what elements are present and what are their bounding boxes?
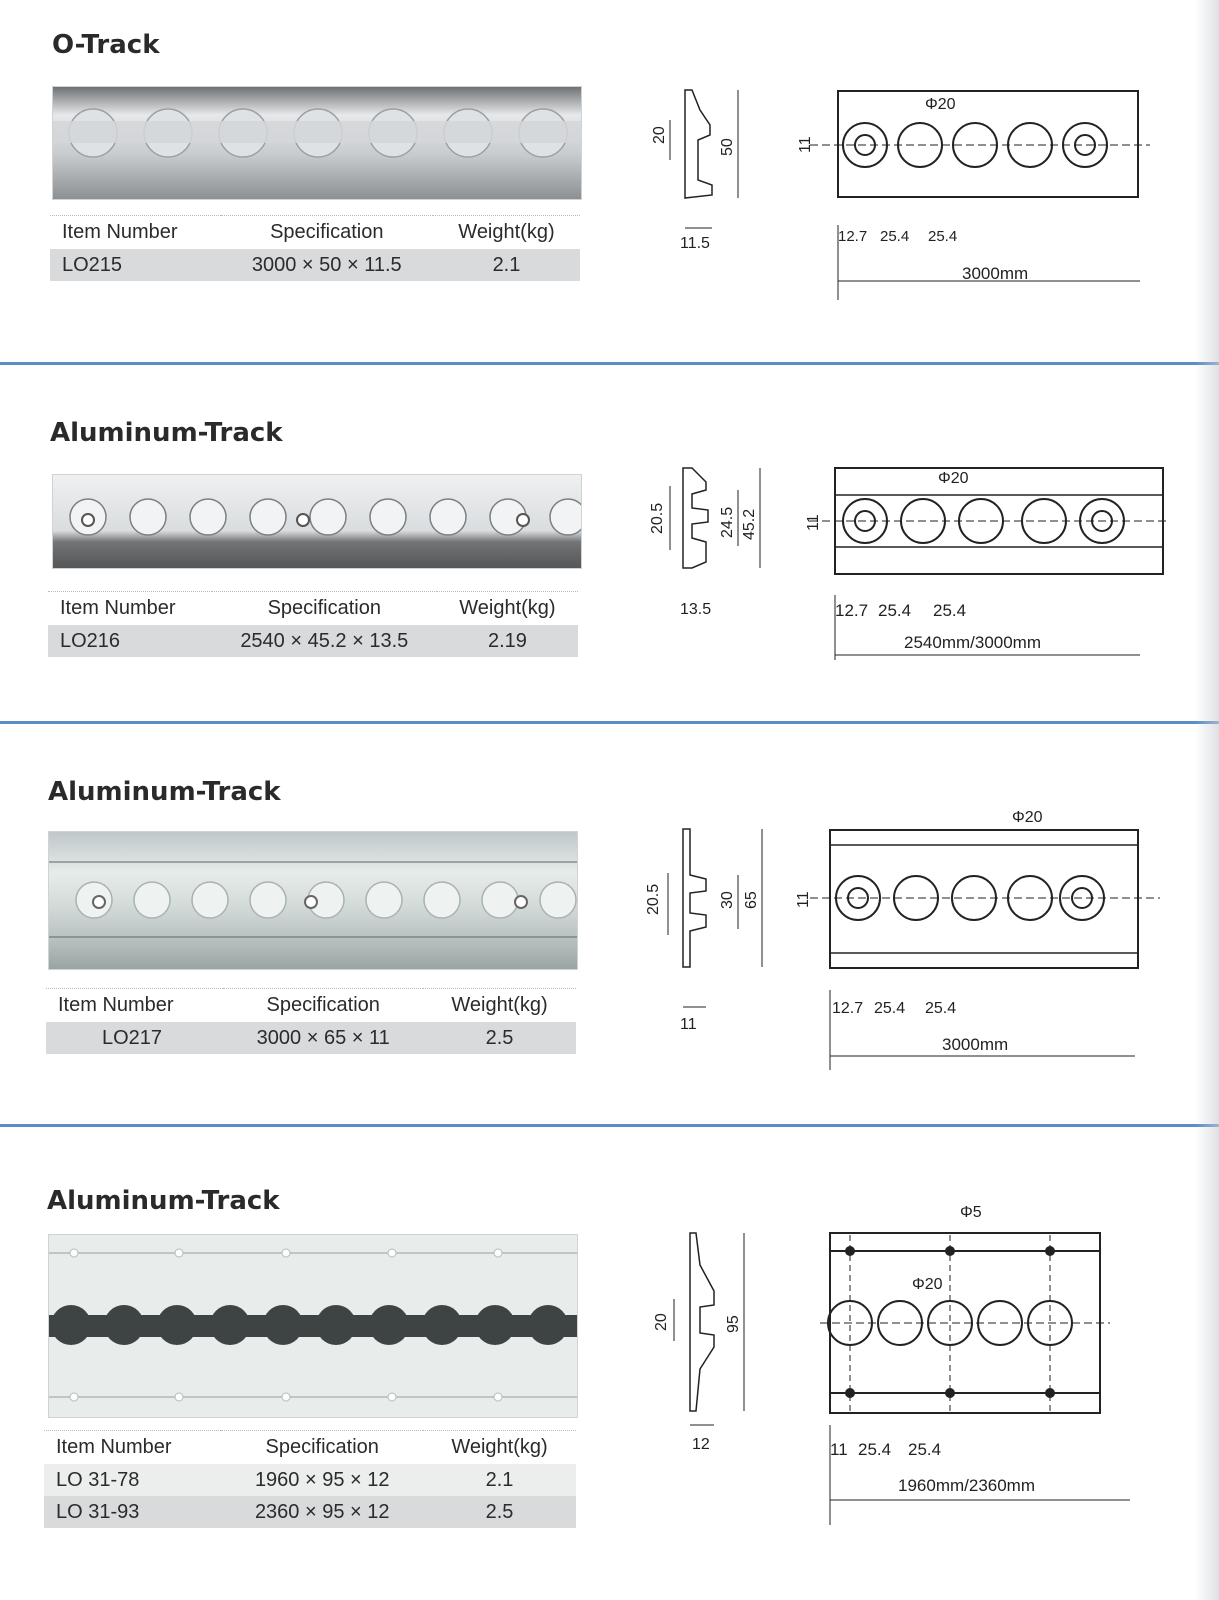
weight: 2.1	[423, 1464, 576, 1496]
o-track-photo	[52, 86, 582, 200]
section-title-aluminum-track-2: Aluminum-Track	[48, 777, 281, 807]
dim-total-height: 65	[743, 891, 760, 909]
header-item-number: Item Number	[46, 988, 224, 1022]
hole-diameter-label: Φ20	[912, 1276, 943, 1293]
header-item-number: Item Number	[48, 591, 212, 625]
header-weight: Weight(kg)	[423, 1430, 576, 1464]
offset-label: 11	[797, 136, 814, 153]
pitch-label-1: 12.7	[838, 228, 867, 245]
section-divider	[0, 362, 1219, 365]
pitch-label-3: 25.4	[933, 601, 966, 620]
aluminum-track-2-plan-drawing: Φ20 11 12.7 25.4 25.4 3000mm	[795, 809, 1160, 1070]
pitch-label-3: 25.4	[925, 1000, 956, 1017]
header-specification: Specification	[211, 591, 437, 625]
item-number: LO217	[46, 1022, 224, 1054]
weight: 2.19	[436, 625, 578, 657]
spec-table-lo31: Item Number Specification Weight(kg) LO …	[44, 1430, 576, 1528]
aluminum-track-3-plan-drawing: Φ5 Φ20 11 25.4 25.4 1960mm/2360mm	[820, 1204, 1130, 1525]
dim-thickness: 11	[680, 1016, 697, 1033]
weight: 2.5	[423, 1496, 576, 1528]
offset-label: 11	[795, 891, 812, 908]
dim-inner-height: 20.5	[645, 884, 662, 915]
dim-inner-height: 20	[653, 1313, 670, 1331]
pitch-label-2: 25.4	[858, 1440, 891, 1459]
table-row: LO217 3000 × 65 × 11 2.5	[46, 1022, 576, 1054]
length-label: 2540mm/3000mm	[904, 633, 1041, 652]
dim-total-height: 45.2	[741, 509, 758, 540]
header-item-number: Item Number	[50, 215, 221, 249]
pitch-label-3: 25.4	[908, 1440, 941, 1459]
pitch-label-1: 11	[830, 1440, 848, 1459]
aluminum-track-3-profile-drawing: 20 95 12	[653, 1232, 745, 1453]
specification: 2540 × 45.2 × 13.5	[211, 625, 437, 657]
dim-mid-height: 24.5	[719, 507, 736, 538]
header-specification: Specification	[223, 988, 424, 1022]
weight: 2.5	[423, 1022, 576, 1054]
specification: 1960 × 95 × 12	[221, 1464, 424, 1496]
aluminum-track-2-profile-drawing: 20.5 30 65 11	[645, 828, 763, 1033]
pitch-label-2: 25.4	[880, 228, 909, 245]
table-row: LO 31-78 1960 × 95 × 12 2.1	[44, 1464, 576, 1496]
header-specification: Specification	[221, 1430, 424, 1464]
specification: 3000 × 50 × 11.5	[220, 249, 433, 281]
hole-diameter-label: Φ20	[1012, 809, 1043, 826]
dim-height-total: 50	[719, 138, 736, 156]
pitch-label-1: 12.7	[835, 601, 868, 620]
weight: 2.1	[432, 249, 580, 281]
pitch-label-2: 25.4	[878, 601, 911, 620]
hole-diameter-label: Φ20	[925, 96, 956, 113]
header-weight: Weight(kg)	[423, 988, 576, 1022]
spec-table-lo215: Item Number Specification Weight(kg) LO2…	[50, 215, 580, 281]
table-row: LO215 3000 × 50 × 11.5 2.1	[50, 249, 580, 281]
item-number: LO 31-93	[44, 1496, 222, 1528]
spec-table-lo216: Item Number Specification Weight(kg) LO2…	[48, 591, 578, 657]
item-number: LO215	[50, 249, 221, 281]
aluminum-track-photo-2	[48, 831, 578, 970]
dim-thickness: 13.5	[680, 601, 711, 618]
o-track-plan-drawing: Φ20 11 12.7 25.4 25.4 3000mm	[797, 90, 1150, 300]
section-divider	[0, 721, 1219, 724]
specification: 3000 × 65 × 11	[223, 1022, 424, 1054]
aluminum-track-photo-1	[52, 474, 582, 569]
aluminum-track-1-plan-drawing: Φ20 11 12.7 25.4 25.4 2540mm/3000mm	[805, 467, 1170, 660]
aluminum-track-photo-3	[48, 1234, 578, 1418]
spec-table-lo217: Item Number Specification Weight(kg) LO2…	[46, 988, 576, 1054]
pitch-label-3: 25.4	[928, 228, 957, 245]
section-title-aluminum-track-1: Aluminum-Track	[50, 418, 283, 448]
header-specification: Specification	[220, 215, 433, 249]
section-title-aluminum-track-3: Aluminum-Track	[47, 1186, 280, 1216]
pitch-label-2: 25.4	[874, 1000, 905, 1017]
table-row: LO216 2540 × 45.2 × 13.5 2.19	[48, 625, 578, 657]
item-number: LO 31-78	[44, 1464, 222, 1496]
length-label: 3000mm	[962, 264, 1028, 283]
o-track-profile-drawing: 20 50 11.5	[651, 89, 739, 252]
header-item-number: Item Number	[44, 1430, 222, 1464]
small-hole-diameter-label: Φ5	[960, 1204, 982, 1221]
aluminum-track-1-profile-drawing: 20.5 24.5 45.2 13.5	[649, 467, 761, 618]
header-weight: Weight(kg)	[436, 591, 578, 625]
length-label: 1960mm/2360mm	[898, 1476, 1035, 1495]
header-weight: Weight(kg)	[432, 215, 580, 249]
pitch-label-1: 12.7	[832, 1000, 863, 1017]
dim-thickness: 11.5	[680, 235, 710, 252]
dim-height-inner: 20	[651, 126, 668, 144]
dim-mid-height: 30	[719, 891, 736, 909]
page-edge-shadow	[1195, 0, 1219, 1600]
section-divider	[0, 1124, 1219, 1127]
dim-total-height: 95	[725, 1315, 742, 1333]
dim-inner-height: 20.5	[649, 503, 666, 534]
length-label: 3000mm	[942, 1035, 1008, 1054]
hole-diameter-label: Φ20	[938, 470, 969, 487]
section-title-o-track: O-Track	[52, 30, 160, 60]
item-number: LO216	[48, 625, 212, 657]
offset-label: 11	[805, 514, 822, 531]
dim-thickness: 12	[692, 1436, 710, 1453]
specification: 2360 × 95 × 12	[221, 1496, 424, 1528]
table-row: LO 31-93 2360 × 95 × 12 2.5	[44, 1496, 576, 1528]
